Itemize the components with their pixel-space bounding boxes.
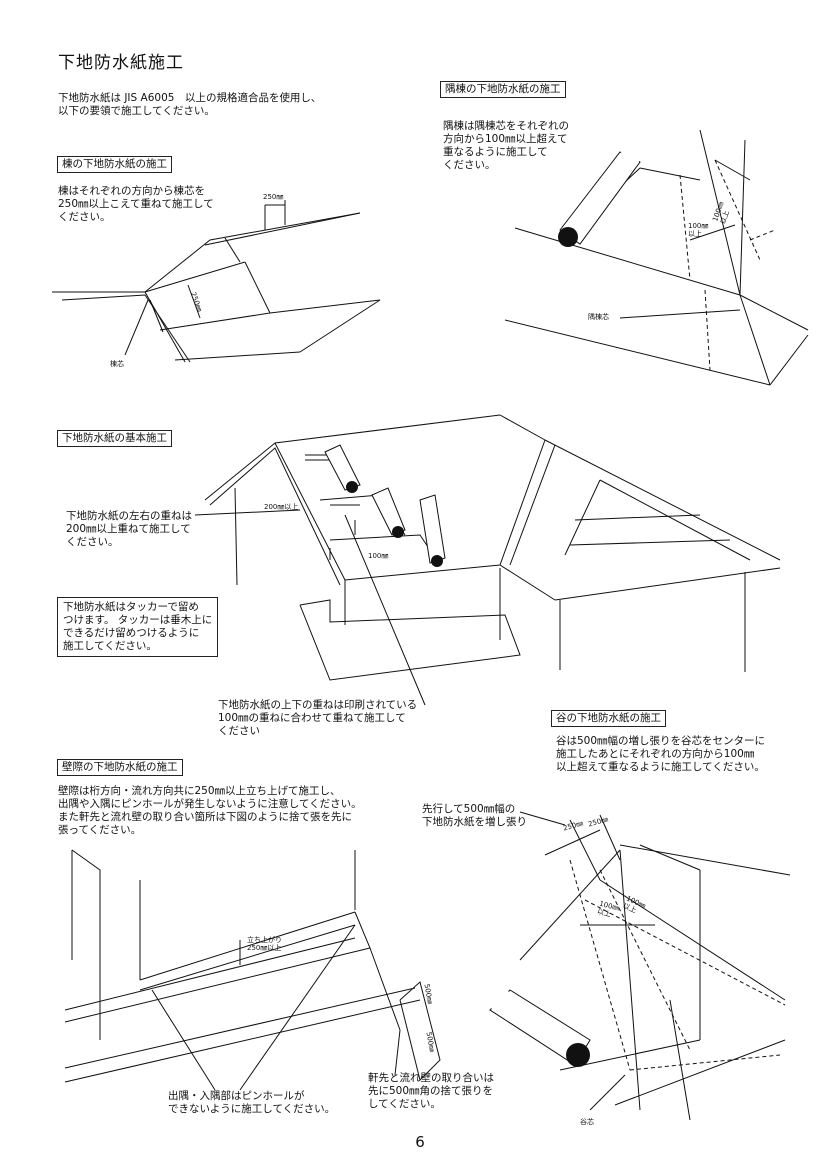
hip-dim-a: 100㎜ 以上 bbox=[688, 222, 709, 238]
basic-dim-vert: 100㎜ bbox=[368, 552, 389, 560]
corner-note: 出隅・入隅部はピンホールが できないように施工してください。 bbox=[168, 1090, 336, 1115]
eave-note: 軒先と流れ壁の取り合いは 先に500㎜角の捨て張りを してください。 bbox=[368, 1072, 494, 1110]
basic-diagram bbox=[194, 414, 781, 706]
basic-text: 下地防水紙の左右の重ねは 200㎜以上重ねて施工して ください。 bbox=[66, 510, 192, 548]
valley-pre-note: 先行して500㎜幅の 下地防水紙を増し張り bbox=[422, 803, 527, 828]
basic-heading: 下地防水紙の基本施工 bbox=[57, 430, 172, 447]
hip-core-label: 隅棟芯 bbox=[588, 313, 609, 321]
ridge-dim-top: 250㎜ bbox=[263, 193, 284, 201]
hip-text: 隅棟は隅棟芯をそれぞれの 方向から100㎜以上超えて 重なるように施工して くだ… bbox=[443, 120, 569, 171]
ridge-text: 棟はそれぞれの方向から棟芯を 250㎜以上こえて重ねて施工して ください。 bbox=[58, 185, 214, 223]
hip-diagram bbox=[504, 129, 809, 386]
wall-text: 壁際は桁方向・流れ方向共に250㎜以上立ち上げて施工し、 出隅や入隅にピンホール… bbox=[58, 785, 362, 836]
valley-core-label: 谷芯 bbox=[580, 1118, 594, 1126]
ridge-heading: 棟の下地防水紙の施工 bbox=[57, 156, 172, 173]
valley-heading: 谷の下地防水紙の施工 bbox=[551, 710, 666, 727]
wall-diagram bbox=[64, 849, 441, 1091]
ridge-diagram bbox=[52, 200, 381, 363]
wall-dim-rise: 立ち上がり 250㎜以上 bbox=[247, 936, 282, 952]
tacker-note: 下地防水紙はタッカーで留め つけます。 タッカーは垂木上に できるだけ留めつける… bbox=[57, 597, 219, 657]
hip-heading: 隅棟の下地防水紙の施工 bbox=[440, 81, 566, 98]
valley-text: 谷は500㎜幅の増し張りを谷芯をセンターに 施工したあとにそれぞれの方向から10… bbox=[556, 735, 766, 773]
overlap-note: 下地防水紙の上下の重ねは印刷されている 100㎜の重ねに合わせて重ねて施工して … bbox=[218, 699, 418, 737]
page-title: 下地防水紙施工 bbox=[58, 53, 184, 73]
tacker-note-text: 下地防水紙はタッカーで留め つけます。 タッカーは垂木上に できるだけ留めつける… bbox=[63, 601, 213, 652]
ridge-core-label: 棟芯 bbox=[110, 360, 124, 368]
basic-dim-side: 200㎜以上 bbox=[264, 503, 299, 511]
page-number: 6 bbox=[415, 1133, 425, 1151]
intro-text: 下地防水紙は JIS A6005 以上の規格適合品を使用し、 以下の要領で施工し… bbox=[58, 92, 322, 117]
wall-heading: 壁際の下地防水紙の施工 bbox=[57, 759, 183, 776]
valley-diagram bbox=[488, 811, 791, 1121]
